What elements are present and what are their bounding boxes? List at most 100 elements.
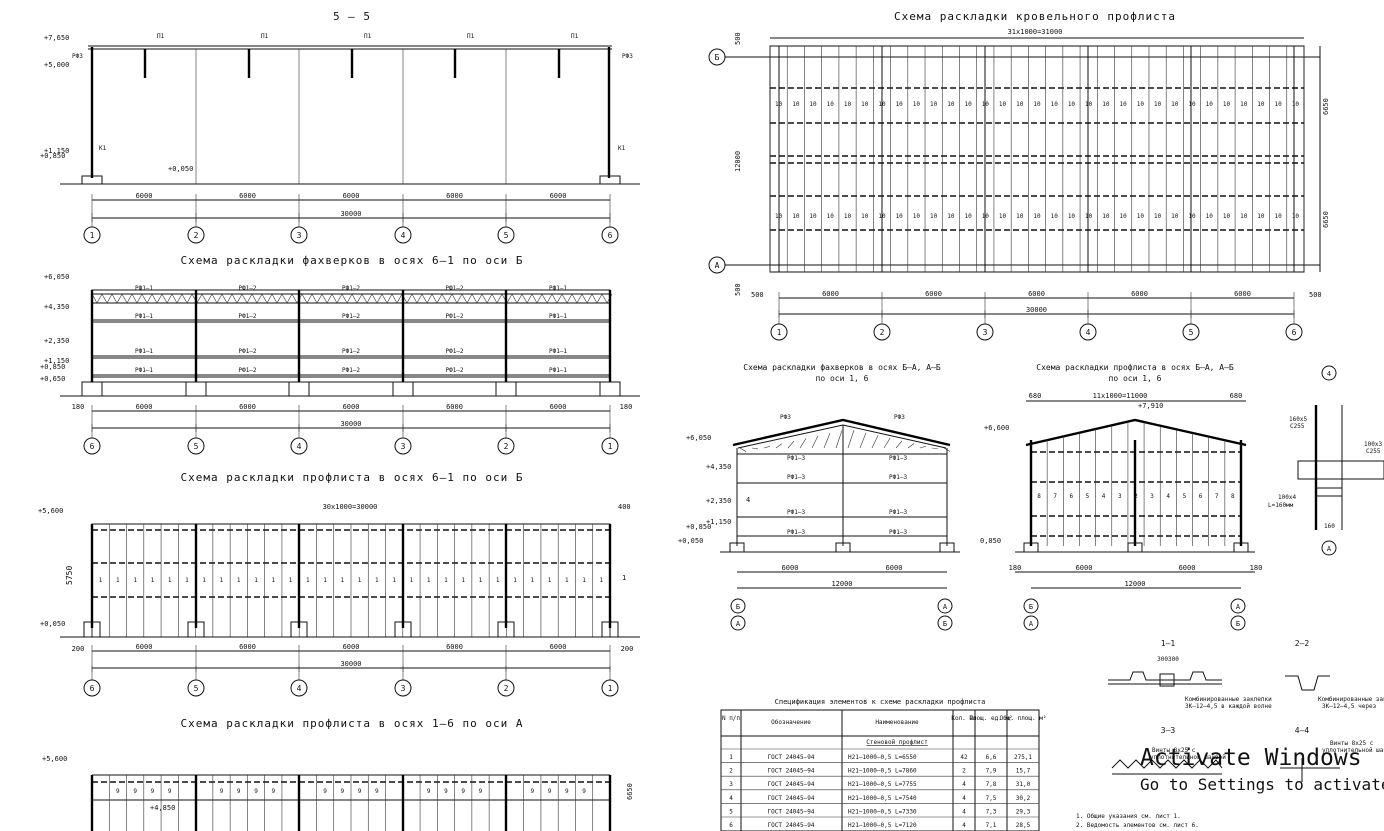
svg-text:9: 9 (530, 788, 534, 795)
svg-text:10: 10 (1085, 101, 1093, 108)
svg-text:1: 1 (289, 577, 293, 584)
svg-text:А: А (1327, 545, 1332, 553)
watermark-subtitle: Go to Settings to activate Windows. (1140, 775, 1384, 794)
svg-text:11x1000=11000: 11x1000=11000 (1093, 392, 1148, 400)
svg-text:10: 10 (896, 101, 904, 108)
svg-text:1: 1 (341, 577, 345, 584)
svg-text:10: 10 (1188, 213, 1196, 220)
svg-text:6000: 6000 (239, 192, 256, 200)
svg-text:+0,850: +0,850 (40, 152, 65, 160)
svg-text:РФ1–3: РФ1–3 (787, 474, 805, 481)
svg-text:4: 4 (401, 231, 406, 240)
svg-text:4: 4 (1166, 493, 1170, 500)
axis-marker (1079, 323, 1097, 341)
svg-text:10: 10 (1188, 101, 1196, 108)
svg-text:180: 180 (1250, 564, 1263, 572)
svg-text:6: 6 (608, 231, 613, 240)
svg-text:5: 5 (1086, 493, 1090, 500)
roof-plan: Схема раскладки кровельного профлиста 10… (708, 10, 1330, 341)
svg-text:Б: Б (736, 603, 740, 611)
axis-marker (394, 679, 412, 697)
svg-text:РФ1–1: РФ1–1 (549, 348, 567, 355)
svg-text:РФ1–2: РФ1–2 (445, 348, 463, 355)
svg-text:+2,350: +2,350 (706, 497, 731, 505)
svg-text:9: 9 (548, 788, 552, 795)
svg-text:ГОСТ 24045–94: ГОСТ 24045–94 (768, 808, 815, 815)
svg-text:4–4: 4–4 (1295, 726, 1310, 735)
svg-text:2–2: 2–2 (1295, 639, 1310, 648)
svg-text:РФ3: РФ3 (894, 414, 905, 421)
svg-text:300300: 300300 (1157, 656, 1179, 663)
svg-text:7,1: 7,1 (986, 822, 997, 829)
svg-text:10: 10 (1223, 101, 1231, 108)
svg-text:5: 5 (1189, 328, 1194, 337)
svg-text:10: 10 (1171, 101, 1179, 108)
svg-text:1: 1 (185, 577, 189, 584)
svg-text:П1: П1 (261, 33, 269, 40)
svg-text:А: А (1236, 603, 1241, 611)
svg-text:4: 4 (1086, 328, 1091, 337)
svg-text:РФ1–3: РФ1–3 (889, 529, 907, 536)
svg-text:РФ3: РФ3 (780, 414, 791, 421)
svg-text:РФ1–3: РФ1–3 (787, 455, 805, 462)
windows-watermark: Activate Windows Go to Settings to activ… (1140, 745, 1384, 794)
svg-text:6: 6 (1069, 493, 1073, 500)
svg-text:РФ1–3: РФ1–3 (889, 455, 907, 462)
svg-text:6000: 6000 (1076, 564, 1093, 572)
svg-text:10: 10 (1085, 213, 1093, 220)
svg-text:200: 200 (72, 645, 85, 653)
svg-text:+4,850: +4,850 (150, 804, 175, 812)
svg-text:15,7: 15,7 (1016, 768, 1031, 775)
axis-marker (601, 226, 619, 244)
svg-text:РФ1–2: РФ1–2 (342, 285, 360, 292)
svg-text:РФ1–2: РФ1–2 (342, 367, 360, 374)
svg-text:10: 10 (1137, 213, 1145, 220)
axis-marker (394, 226, 412, 244)
svg-text:5: 5 (194, 684, 199, 693)
node-4-detail: 4 160x5 С255 100x3 С255 100x4 L=160мм 16… (1268, 365, 1384, 556)
axis-marker (497, 679, 515, 697)
svg-text:4: 4 (729, 795, 733, 802)
svg-text:9: 9 (237, 788, 241, 795)
svg-text:9: 9 (323, 788, 327, 795)
svg-text:2: 2 (194, 231, 199, 240)
svg-text:9: 9 (444, 788, 448, 795)
svg-text:4: 4 (962, 781, 966, 788)
svg-text:7,8: 7,8 (986, 781, 997, 788)
svg-text:РФ1–2: РФ1–2 (238, 348, 256, 355)
svg-text:6: 6 (1292, 328, 1297, 337)
svg-text:10: 10 (1240, 213, 1248, 220)
svg-text:Наименование: Наименование (875, 719, 919, 726)
svg-text:1: 1 (479, 577, 483, 584)
svg-text:10: 10 (982, 101, 990, 108)
svg-text:6000: 6000 (550, 192, 567, 200)
roof-plan-title: Схема раскладки кровельного профлиста (894, 10, 1176, 23)
svg-text:500: 500 (734, 283, 742, 296)
svg-text:1: 1 (548, 577, 552, 584)
svg-text:680: 680 (1230, 392, 1243, 400)
svg-text:6000: 6000 (239, 403, 256, 411)
svg-text:1: 1 (600, 577, 604, 584)
svg-text:10: 10 (878, 101, 886, 108)
svg-text:1: 1 (410, 577, 414, 584)
svg-text:6: 6 (90, 442, 95, 451)
svg-text:30000: 30000 (340, 660, 361, 668)
svg-text:РФ1–3: РФ1–3 (787, 509, 805, 516)
svg-text:1: 1 (530, 577, 534, 584)
profile-ends: Схема раскладки профлиста в осях Б–А, А–… (980, 363, 1263, 631)
svg-text:+0,050: +0,050 (678, 537, 703, 545)
svg-text:+0,850: +0,850 (686, 523, 711, 531)
axis-marker (187, 437, 205, 455)
svg-text:10: 10 (1257, 213, 1265, 220)
svg-text:1: 1 (622, 574, 626, 582)
svg-text:6000: 6000 (1179, 564, 1196, 572)
svg-text:+0,650: +0,650 (40, 375, 65, 383)
svg-text:30000: 30000 (340, 420, 361, 428)
svg-text:П1: П1 (157, 33, 165, 40)
svg-text:+5,600: +5,600 (38, 507, 63, 515)
svg-text:30x1000=30000: 30x1000=30000 (323, 503, 378, 511)
svg-text:10: 10 (1275, 101, 1283, 108)
svg-text:1: 1 (116, 577, 120, 584)
svg-text:+7,910: +7,910 (1138, 402, 1163, 410)
profile-axis-b: Схема раскладки профлиста в осях 6–1 по … (38, 471, 640, 697)
